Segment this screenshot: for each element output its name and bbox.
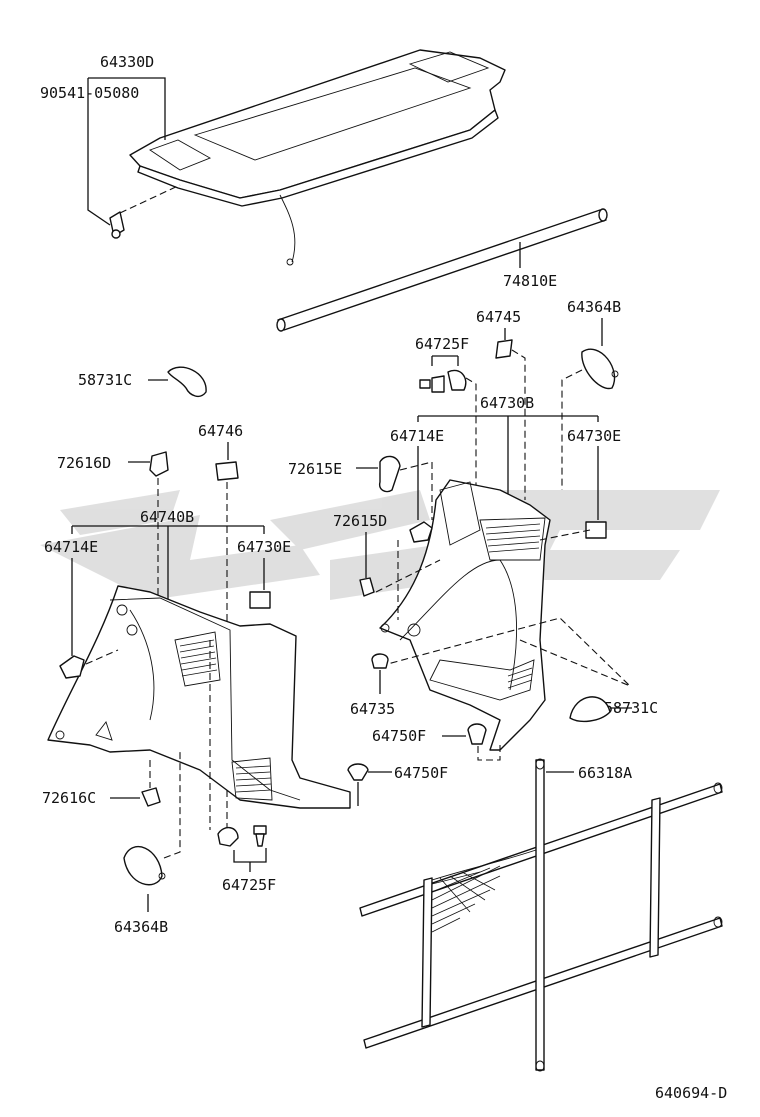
clip-64730E-right: [585, 521, 607, 539]
label-72615E: 72615E: [288, 460, 342, 478]
label-66318A: 66318A: [578, 764, 632, 782]
trim-panel-64740B: [47, 585, 351, 809]
cover-58731C-top: [167, 366, 207, 398]
label-72615D: 72615D: [333, 512, 387, 530]
label-64364B-top: 64364B: [567, 298, 621, 316]
clip-72616C: [141, 787, 161, 807]
label-64714E-right: 64714E: [390, 427, 444, 445]
clip-64725F-top: [419, 369, 467, 393]
bolt-64750F-left: [347, 763, 369, 781]
bolt-64750F-right: [467, 723, 487, 745]
label-64730E-left: 64730E: [237, 538, 291, 556]
label-64725F-top: 64725F: [415, 335, 469, 353]
label-64750F-left: 64750F: [394, 764, 448, 782]
package-tray-64330D: [129, 49, 506, 266]
clip-64725F-bottom: [217, 825, 267, 847]
label-74810E: 74810E: [503, 272, 557, 290]
rod-74810E: [276, 208, 608, 332]
label-64750F-right: 64750F: [372, 727, 426, 745]
label-64730B: 64730B: [480, 394, 534, 412]
plate-64746: [215, 461, 239, 481]
label-64730E-right: 64730E: [567, 427, 621, 445]
clip-64714E-left: [59, 655, 85, 679]
cargo-net-66318A: [359, 758, 723, 1072]
plate-64745: [495, 339, 513, 359]
trim-panel-64730B: [379, 479, 607, 751]
cap-64364B-top: [581, 348, 619, 390]
label-64740B: 64740B: [140, 508, 194, 526]
label-90541-05080: 90541-05080: [40, 84, 139, 102]
cover-58731C-bottom: [569, 696, 611, 723]
label-58731C-top: 58731C: [78, 371, 132, 389]
label-72616D: 72616D: [57, 454, 111, 472]
clip-64714E-right: [409, 521, 433, 543]
label-64746: 64746: [198, 422, 243, 440]
label-64735: 64735: [350, 700, 395, 718]
clip-72615D: [359, 577, 375, 597]
clip-72616D: [149, 451, 169, 477]
label-64725F-bottom: 64725F: [222, 876, 276, 894]
watermark-logo: [40, 490, 720, 600]
clip-90541-05080: [109, 211, 125, 239]
diagram-id: 640694-D: [655, 1084, 727, 1102]
plug-64735: [371, 653, 389, 669]
label-64745: 64745: [476, 308, 521, 326]
clip-72615E: [378, 455, 401, 493]
label-64364B-bottom: 64364B: [114, 918, 168, 936]
label-64714E-left: 64714E: [44, 538, 98, 556]
cap-64364B-bottom: [123, 846, 166, 886]
label-72616C: 72616C: [42, 789, 96, 807]
clip-64730E-left: [249, 591, 271, 609]
label-64330D: 64330D: [100, 53, 154, 71]
